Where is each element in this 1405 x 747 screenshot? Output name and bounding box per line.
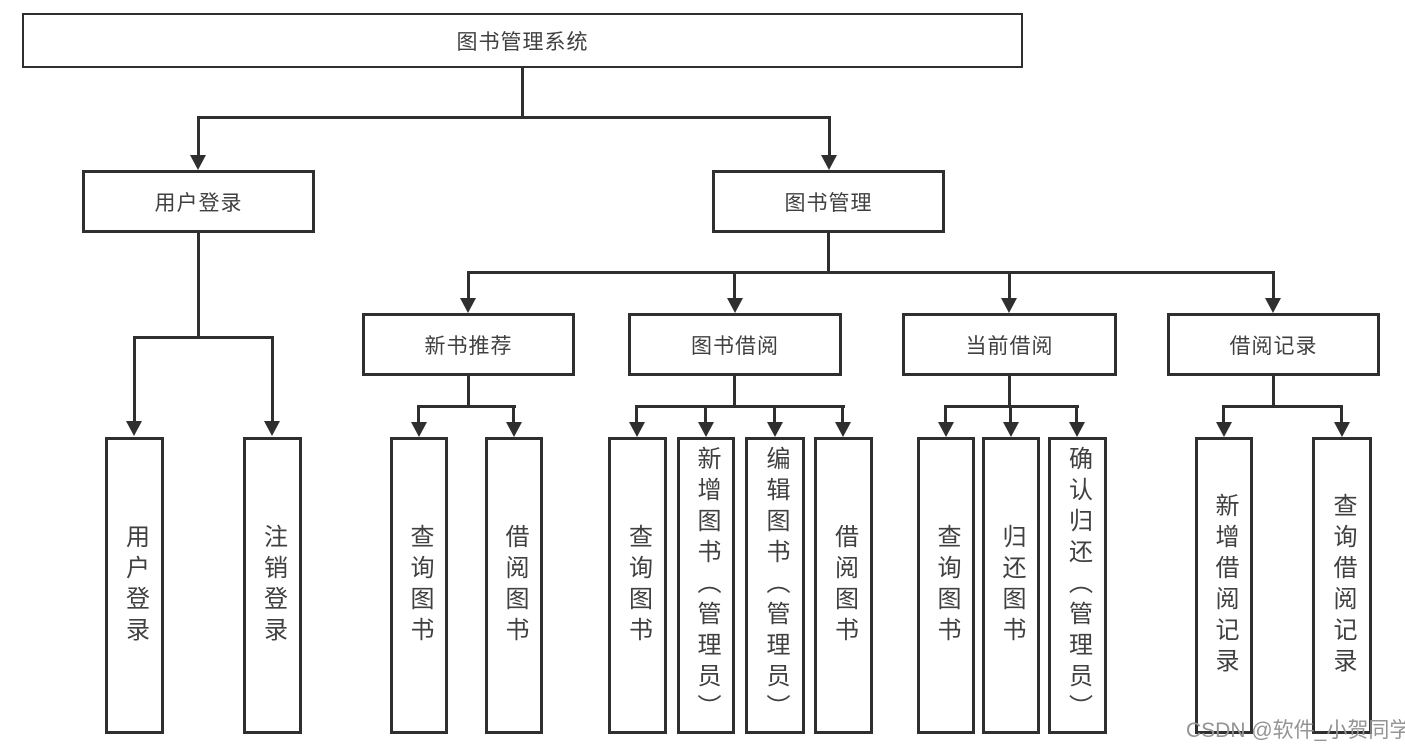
connector-drop (1340, 405, 1343, 423)
connector-root-stem (521, 68, 524, 118)
node-book-borrow-label: 图书借阅 (691, 334, 779, 358)
connector-drop (841, 405, 844, 423)
leaf-user-login-label: 用户登录 (121, 523, 149, 648)
connector-borrow-rail (636, 405, 845, 408)
connector-arrowhead (698, 422, 714, 437)
leaf-current-query-book: 查询图书 (917, 437, 975, 734)
connector-drop (1222, 405, 1225, 423)
leaf-current-confirm-return-admin-label: 确认归还（管理员） (1064, 446, 1092, 725)
leaf-borrow-add-book-admin: 新增图书（管理员） (677, 437, 735, 734)
connector-drop (704, 405, 707, 423)
connector-recommend-stem (467, 376, 470, 407)
connector-arrowhead (1003, 422, 1019, 437)
leaf-borrow-borrow-book-label: 借阅图书 (830, 523, 858, 648)
node-book-borrow: 图书借阅 (628, 313, 842, 376)
leaf-recommend-borrow-book: 借阅图书 (485, 437, 543, 734)
leaf-borrow-edit-book-admin-label: 编辑图书（管理员） (762, 446, 789, 725)
connector-drop-recommend (467, 271, 470, 299)
node-book-management-label: 图书管理 (784, 191, 873, 215)
connector-drop (512, 405, 515, 423)
connector-arrowhead (506, 422, 522, 437)
connector-arrowhead (727, 298, 743, 313)
leaf-record-query: 查询借阅记录 (1312, 437, 1372, 734)
leaf-borrow-query-book-label: 查询图书 (624, 523, 652, 648)
node-borrow-record: 借阅记录 (1167, 313, 1380, 376)
leaf-borrow-edit-book-admin: 编辑图书（管理员） (745, 437, 805, 734)
leaf-current-confirm-return-admin: 确认归还（管理员） (1048, 437, 1107, 734)
connector-arrowhead (411, 422, 427, 437)
leaf-record-query-label: 查询借阅记录 (1329, 492, 1356, 679)
connector-arrowhead (835, 422, 851, 437)
leaf-current-return-book: 归还图书 (982, 437, 1040, 734)
leaf-borrow-borrow-book: 借阅图书 (814, 437, 873, 734)
connector-current-stem (1008, 376, 1011, 407)
connector-arrowhead (1265, 298, 1281, 313)
leaf-record-add-label: 新增借阅记录 (1211, 492, 1238, 679)
connector-arrowhead (264, 421, 280, 436)
leaf-record-add: 新增借阅记录 (1195, 437, 1253, 734)
node-current-borrow-label: 当前借阅 (965, 334, 1054, 358)
connector-login-rail (133, 336, 274, 339)
connector-record-stem (1272, 376, 1275, 407)
connector-drop-user-login (197, 116, 200, 155)
connector-drop-leaf-logout (271, 336, 274, 421)
connector-record-rail (1223, 405, 1342, 408)
connector-arrowhead (821, 155, 837, 170)
node-user-login: 用户登录 (82, 170, 315, 233)
connector-arrowhead (190, 155, 206, 170)
node-book-management: 图书管理 (712, 170, 945, 233)
node-user-login-label: 用户登录 (154, 191, 243, 215)
connector-drop-leaf-login (133, 336, 136, 421)
node-root-label: 图书管理系统 (456, 30, 589, 54)
leaf-logout-label: 注销登录 (259, 523, 287, 648)
leaf-current-query-book-label: 查询图书 (933, 523, 960, 648)
connector-drop (1009, 405, 1012, 423)
connector-drop-book-management (828, 116, 831, 155)
node-root: 图书管理系统 (22, 13, 1023, 68)
node-new-book-recommend-label: 新书推荐 (424, 334, 513, 358)
connector-drop-borrow (733, 271, 736, 299)
leaf-borrow-add-book-admin-label: 新增图书（管理员） (693, 446, 720, 725)
connector-arrowhead (1069, 422, 1085, 437)
connector-drop-record (1272, 271, 1275, 299)
leaf-recommend-borrow-book-label: 借阅图书 (501, 523, 528, 648)
connector-level2-rail (197, 116, 830, 119)
node-new-book-recommend: 新书推荐 (362, 313, 575, 376)
watermark-text: CSDN @软件_小贺同学 (1186, 719, 1405, 742)
leaf-current-return-book-label: 归还图书 (998, 523, 1025, 648)
connector-arrowhead (460, 298, 476, 313)
connector-drop (635, 405, 638, 423)
connector-user-login-stem (197, 233, 200, 338)
node-current-borrow: 当前借阅 (902, 313, 1117, 376)
leaf-recommend-query-book: 查询图书 (390, 437, 448, 734)
connector-arrowhead (767, 422, 783, 437)
connector-recommend-rail (417, 405, 516, 408)
connector-borrow-stem (733, 376, 736, 407)
connector-drop (773, 405, 776, 423)
connector-drop (417, 405, 420, 423)
connector-book-management-stem (827, 233, 830, 274)
connector-arrowhead (126, 421, 142, 436)
connector-arrowhead (1001, 298, 1017, 313)
connector-arrowhead (1334, 422, 1350, 437)
connector-arrowhead (938, 422, 954, 437)
connector-arrowhead (1216, 422, 1232, 437)
connector-drop (944, 405, 947, 423)
leaf-user-login: 用户登录 (105, 437, 164, 734)
node-borrow-record-label: 借阅记录 (1229, 334, 1318, 358)
connector-arrowhead (629, 422, 645, 437)
connector-level3-rail (467, 271, 1275, 274)
leaf-borrow-query-book: 查询图书 (608, 437, 667, 734)
leaf-logout: 注销登录 (243, 437, 302, 734)
connector-drop-current (1008, 271, 1011, 299)
connector-drop (1075, 405, 1078, 423)
leaf-recommend-query-book-label: 查询图书 (406, 523, 433, 648)
